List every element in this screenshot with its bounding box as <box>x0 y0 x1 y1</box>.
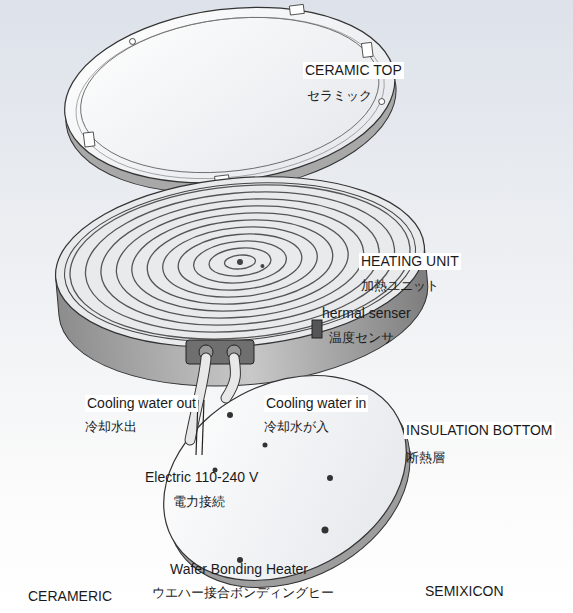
heater-coil <box>208 246 272 279</box>
part-label: Electric 110-240 V <box>145 469 258 486</box>
heater-coil <box>128 204 353 319</box>
part-label: 冷却水が入 <box>264 419 329 435</box>
part-label: CERAMERIC <box>28 588 112 605</box>
part-label: hermal senser <box>322 305 411 322</box>
part-label: 断熱層 <box>406 450 445 466</box>
part-label: 加熱ユニット <box>361 278 439 294</box>
part-label: Cooling water out <box>85 395 198 412</box>
part-label: 電力接続 <box>173 494 225 510</box>
part-label: 冷却水出 <box>85 419 137 435</box>
part-label: Wafer Bonding Heater <box>170 561 308 578</box>
heater-coil <box>144 213 337 312</box>
part-label: Cooling water in <box>264 395 368 412</box>
heater-coil <box>224 254 256 270</box>
part-label: ウエハー接合ボンディングヒー <box>152 585 334 601</box>
part-label: SEMIXICON <box>425 583 504 600</box>
heater-coil <box>192 237 288 286</box>
insulation-bottom <box>128 335 446 613</box>
part-label: 温度センサ <box>329 330 394 346</box>
heater-coil <box>176 229 304 295</box>
part-label: セラミック <box>307 88 372 104</box>
part-label: CERAMIC TOP <box>303 62 404 79</box>
part-label: INSULATION BOTTOM <box>404 422 555 439</box>
part-label: HEATING UNIT <box>359 253 461 270</box>
